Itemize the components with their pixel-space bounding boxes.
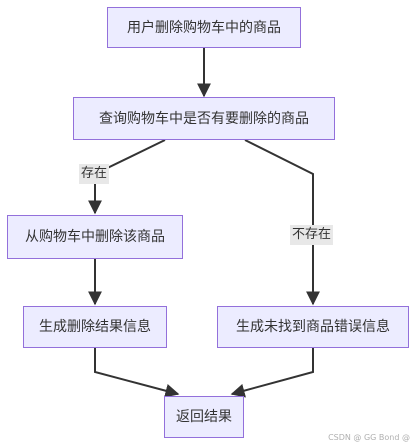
- node-not-found-info: 生成未找到商品错误信息: [217, 306, 409, 348]
- node-delete-item: 从购物车中删除该商品: [7, 215, 183, 259]
- node-check-exists: 查询购物车中是否有要删除的商品: [73, 97, 335, 140]
- node-remove-request: 用户删除购物车中的商品: [107, 7, 301, 48]
- edge-check-to-notfound: [244, 139, 320, 306]
- edge-label-exists: 存在: [79, 164, 110, 184]
- node-success-info: 生成删除结果信息: [23, 306, 167, 348]
- watermark: CSDN @ GG Bond @: [328, 433, 410, 442]
- edge-notfound-to-return: [230, 348, 314, 398]
- edge-label-not-exists: 不存在: [290, 225, 334, 245]
- edge-success-to-return: [94, 348, 180, 398]
- node-return-result: 返回结果: [164, 396, 244, 438]
